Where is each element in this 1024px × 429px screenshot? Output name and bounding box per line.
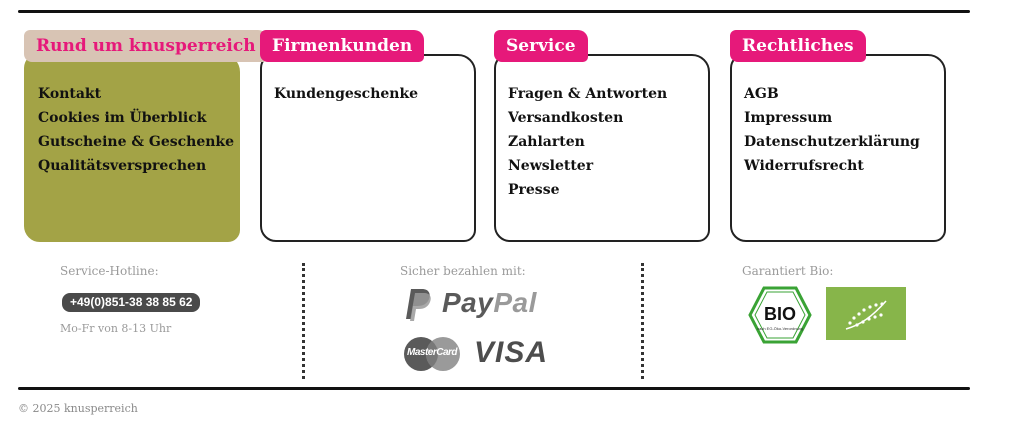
column-links-about: Kontakt Cookies im Überblick Gutscheine … — [24, 54, 240, 242]
column-title-service: Service — [494, 30, 588, 62]
paypal-logo: PayPal — [400, 285, 537, 321]
mastercard-text: MasterCard — [406, 347, 458, 358]
bio-label: Garantiert Bio: — [742, 264, 834, 278]
visa-logo: VISA — [474, 336, 549, 369]
link-qualitaet[interactable]: Qualitätsversprechen — [38, 158, 207, 174]
link-datenschutz[interactable]: Datenschutzerklärung — [744, 134, 920, 150]
paypal-pal-text: Pal — [493, 287, 537, 318]
eu-leaf-icon — [845, 300, 887, 330]
column-title-business: Firmenkunden — [260, 30, 425, 62]
link-cookies[interactable]: Cookies im Überblick — [38, 110, 207, 126]
top-divider — [18, 10, 970, 13]
link-newsletter[interactable]: Newsletter — [508, 158, 594, 174]
bio-seal-text: BIO — [764, 304, 796, 324]
link-impressum[interactable]: Impressum — [744, 110, 833, 126]
link-versandkosten[interactable]: Versandkosten — [508, 110, 624, 126]
column-links-business: Kundengeschenke — [260, 54, 476, 242]
link-kundengeschenke[interactable]: Kundengeschenke — [274, 86, 419, 102]
dotted-separator — [302, 263, 305, 379]
column-title-about: Rund um knusperreich — [24, 30, 268, 62]
link-faq[interactable]: Fragen & Antworten — [508, 86, 668, 102]
column-links-service: Fragen & Antworten Versandkosten Zahlart… — [494, 54, 710, 242]
hotline-hours: Mo-Fr von 8-13 Uhr — [60, 322, 172, 335]
mastercard-logo: MasterCard — [402, 336, 462, 372]
link-presse[interactable]: Presse — [508, 182, 560, 198]
link-kontakt[interactable]: Kontakt — [38, 86, 102, 102]
hotline-label: Service-Hotline: — [60, 264, 159, 278]
paypal-p-icon — [406, 289, 431, 321]
hotline-number[interactable]: +49(0)851-38 38 85 62 — [62, 293, 201, 312]
link-widerruf[interactable]: Widerrufsrecht — [744, 158, 864, 174]
eu-organic-logo — [826, 287, 906, 340]
mastercard-circles-icon — [404, 337, 460, 371]
bio-seal-logo: BIO nach EG-Öko-Verordnung — [748, 286, 812, 344]
bio-seal-subtext: nach EG-Öko-Verordnung — [757, 326, 803, 331]
dotted-separator — [641, 263, 644, 379]
payment-label: Sicher bezahlen mit: — [400, 264, 526, 278]
column-title-legal: Rechtliches — [730, 30, 866, 62]
column-links-legal: AGB Impressum Datenschutzerklärung Wider… — [730, 54, 946, 242]
bio-hexagon-icon: BIO nach EG-Öko-Verordnung — [748, 286, 812, 344]
link-gutscheine[interactable]: Gutscheine & Geschenke — [38, 134, 235, 150]
paypal-pay-text: Pay — [442, 287, 494, 318]
link-zahlarten[interactable]: Zahlarten — [508, 134, 585, 150]
copyright-text: © 2025 knusperreich — [18, 402, 138, 415]
link-agb[interactable]: AGB — [744, 86, 779, 102]
bottom-divider — [18, 387, 970, 390]
